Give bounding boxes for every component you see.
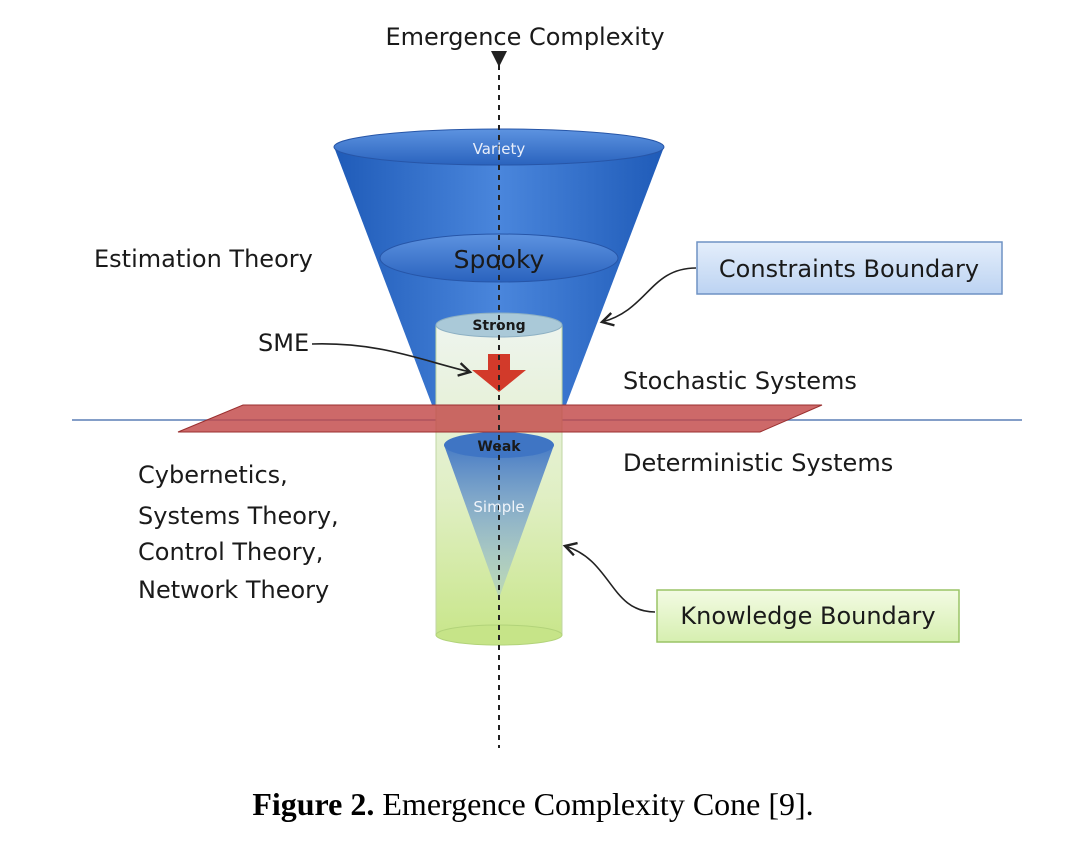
axis-title: Emergence Complexity: [385, 23, 664, 51]
knowledge-boundary-box: [656, 589, 960, 643]
constraints-boundary-callout: Constraints Boundary: [696, 241, 1003, 295]
lower-cone: [444, 445, 554, 598]
lower-fields-list: Cybernetics, Systems Theory, Control The…: [138, 461, 339, 604]
lower-field-item: Cybernetics,: [138, 461, 288, 489]
figure-caption: Figure 2. Emergence Complexity Cone [9].: [0, 786, 1066, 823]
figure-caption-text: Emergence Complexity Cone [9].: [374, 786, 814, 822]
lower-field-item: Network Theory: [138, 576, 329, 604]
estimation-theory-label: Estimation Theory: [94, 245, 313, 273]
constraints-pointer-arrow: [599, 267, 697, 327]
constraints-boundary-box: [696, 241, 1003, 295]
knowledge-boundary-label: Knowledge Boundary: [680, 602, 935, 630]
lower-field-item: Control Theory,: [138, 538, 323, 566]
simple-label: Simple: [473, 498, 524, 516]
stochastic-systems-label: Stochastic Systems: [623, 367, 857, 395]
sme-label: SME: [258, 329, 309, 357]
constraints-boundary-label: Constraints Boundary: [719, 255, 979, 283]
weak-label: Weak: [477, 439, 521, 455]
strong-label: Strong: [472, 318, 525, 334]
knowledge-boundary-callout: Knowledge Boundary: [656, 589, 960, 643]
lower-field-item: Systems Theory,: [138, 502, 339, 530]
variety-label: Variety: [473, 140, 526, 158]
deterministic-systems-label: Deterministic Systems: [623, 449, 893, 477]
knowledge-pointer-arrow: [562, 541, 656, 613]
spooky-label: Spooky: [454, 245, 545, 274]
sme-down-arrow: [472, 354, 526, 392]
figure-caption-label: Figure 2.: [252, 786, 375, 822]
sme-pointer-arrow: [311, 343, 473, 377]
